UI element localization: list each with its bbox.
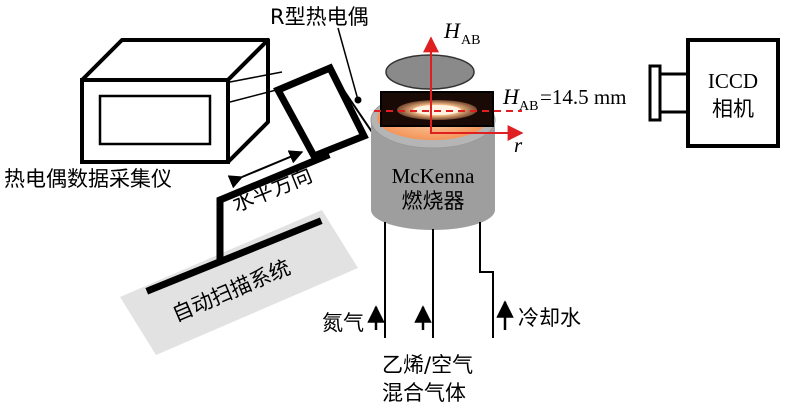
burner-cn-label: 燃烧器 [402,189,465,213]
scan-panel [120,210,358,355]
iccd-camera [648,38,780,148]
height-axis-subscript: AB [461,33,480,48]
thermocouple-leader [337,27,359,101]
thermocouple-junction [354,96,362,104]
height-axis-symbol: H [443,18,461,43]
height-value-subscript: AB [519,99,538,114]
height-value-symbol: H [502,84,520,109]
flame-image [380,91,494,127]
burner-name-label: McKenna [392,164,475,188]
nitrogen-label: 氮气 [322,311,364,335]
thermocouple-label: R型热电偶 [270,5,369,29]
daq-device-label: 热电偶数据采集仪 [4,167,172,191]
daq-device [80,38,270,164]
supply-lines [384,222,494,338]
camera-label-line1: ICCD [708,69,758,93]
mixture-label-line1: 乙烯/空气 [382,353,473,377]
cooling-water-label: 冷却水 [518,306,581,330]
horizontal-direction-arrow [227,150,304,189]
horizontal-direction-label: 水平方向 [229,163,316,217]
mixture-label-line2: 混合气体 [382,381,466,405]
daq-screen [98,94,212,146]
thermocouple-probe [329,69,373,133]
camera-label-line2: 相机 [712,97,754,121]
height-value-text: =14.5 mm [540,85,627,109]
radius-axis-symbol: r [514,133,523,157]
daq-cable [229,71,283,83]
